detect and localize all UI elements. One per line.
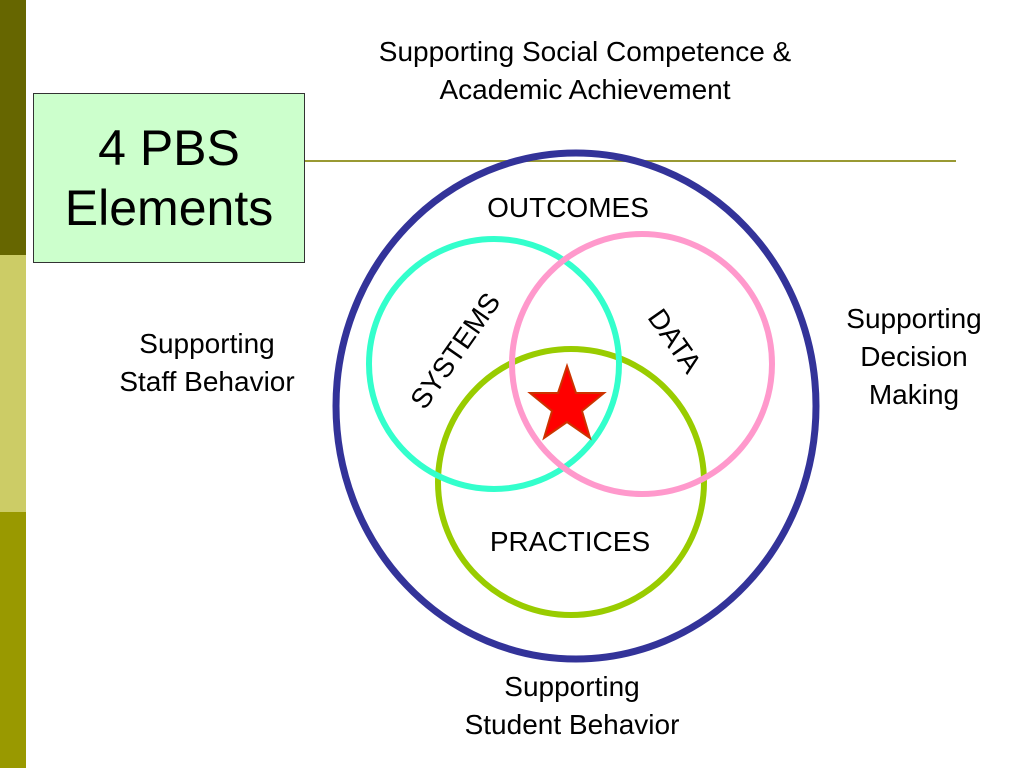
systems-circle: [366, 236, 622, 492]
sidebar-segment-middle: [0, 255, 26, 512]
label-bottom: Supporting Student Behavior: [420, 668, 724, 744]
label-right-line1: Supporting: [846, 303, 982, 334]
star-icon: [527, 362, 607, 441]
label-left-line2: Staff Behavior: [119, 366, 295, 397]
sidebar-segment-top: [0, 0, 26, 255]
label-right: Supporting Decision Making: [820, 300, 1008, 414]
systems-label: SYSTEMS: [404, 287, 506, 414]
label-right-line2: Decision: [860, 341, 968, 372]
label-left-line1: Supporting: [139, 328, 275, 359]
label-top-line1: Supporting Social Competence &: [378, 36, 792, 67]
label-top: Supporting Social Competence & Academic …: [300, 33, 870, 109]
slide-title-line2: Elements: [64, 180, 274, 236]
practices-label: PRACTICES: [490, 526, 650, 557]
label-bottom-line2: Student Behavior: [464, 709, 680, 740]
practices-circle: [435, 346, 707, 618]
outcomes-label: OUTCOMES: [487, 192, 649, 223]
slide-title-line1: 4 PBS: [98, 120, 240, 176]
sidebar-segment-bottom: [0, 512, 26, 768]
data-circle: [509, 231, 775, 497]
label-top-line2: Academic Achievement: [439, 74, 731, 105]
data-label: DATA: [642, 303, 708, 379]
outer-ellipse: [332, 149, 820, 663]
slide-title-box: 4 PBS Elements: [33, 93, 305, 263]
label-bottom-line1: Supporting: [504, 671, 640, 702]
label-right-line3: Making: [868, 379, 960, 410]
label-left: Supporting Staff Behavior: [85, 325, 329, 401]
